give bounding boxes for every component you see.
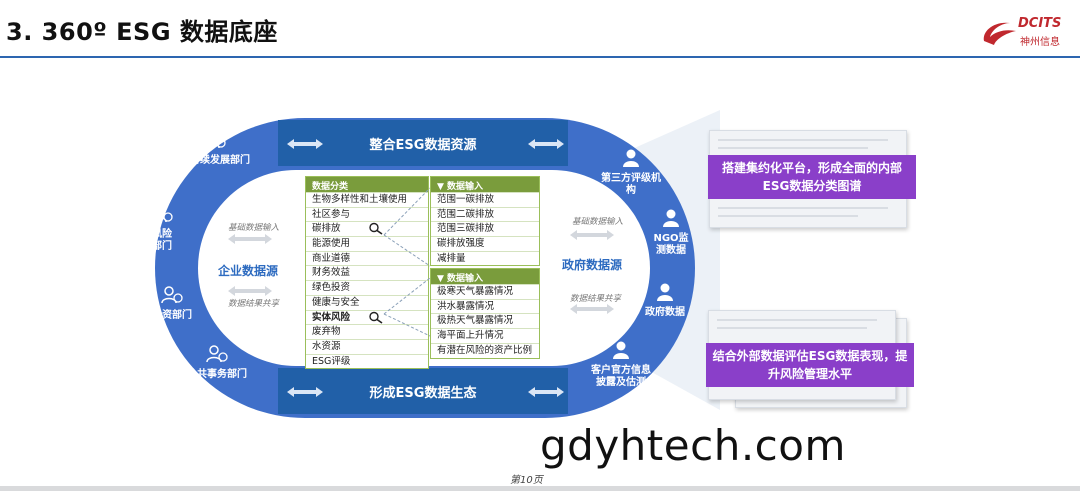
- double-arrow-icon: [570, 230, 614, 240]
- page-number: 第10页: [510, 475, 543, 486]
- right-source-label: 政府数据源: [562, 258, 623, 272]
- logo-subtext: 神州信息: [1020, 37, 1060, 48]
- table-row: 绿色投资: [306, 280, 428, 295]
- person-coin-icon: [161, 286, 183, 304]
- bottom-band: 形成ESG数据生态: [278, 368, 568, 414]
- dept-label: 风险部门: [152, 229, 172, 252]
- double-arrow-icon: [287, 139, 323, 149]
- person-coin-icon: [151, 205, 173, 223]
- watermark-text: gdyhtech.com: [540, 421, 846, 470]
- dept-sustainability: 可持续发展部门: [180, 130, 250, 167]
- dept-label: 公共事务部门: [187, 369, 247, 380]
- table-header: ▼ 数据输入: [431, 269, 539, 284]
- left-note-input: 基础数据输入: [228, 223, 280, 233]
- top-band: 整合ESG数据资源: [278, 120, 568, 166]
- page-title: 3. 360º ESG 数据底座: [6, 18, 278, 46]
- left-source-label: 企业数据源: [218, 264, 279, 278]
- table-row: 废弃物: [306, 324, 428, 339]
- carbon-input-table: ▼ 数据输入 范围一碳排放 范围二碳排放 范围三碳排放 碳排放强度 减排量: [430, 176, 540, 267]
- dept-public-affairs: 公共事务部门: [182, 344, 252, 381]
- table-row: 健康与安全: [306, 294, 428, 310]
- source-government: 政府数据: [630, 282, 700, 319]
- footer-bar: [0, 486, 1080, 491]
- table-row: 碳排放强度: [431, 236, 539, 251]
- person-icon: [657, 283, 673, 301]
- dashed-connector: [383, 187, 431, 337]
- person-icon: [623, 149, 639, 167]
- person-icon: [663, 209, 679, 227]
- physical-risk-input-table: ▼ 数据输入 极寒天气暴露情况 洪水暴露情况 极热天气暴露情况 海平面上升情况 …: [430, 268, 540, 359]
- double-arrow-icon: [528, 387, 564, 397]
- source-label: 客户官方信息披露及估测: [591, 365, 651, 388]
- table-row: 范围二碳排放: [431, 206, 539, 222]
- double-arrow-icon: [528, 139, 564, 149]
- left-note-share: 数据结果共享: [228, 299, 280, 309]
- logo-swoosh-icon: [983, 22, 1016, 45]
- table-row: 减排量: [431, 250, 539, 266]
- dept-risk: 风险部门: [127, 204, 197, 253]
- source-label: NGO监测数据: [653, 233, 689, 256]
- double-arrow-icon: [287, 387, 323, 397]
- table-row: 海平面上升情况: [431, 328, 539, 343]
- double-arrow-icon: [570, 304, 614, 314]
- table-row: ESG评级: [306, 353, 428, 369]
- source-ngo: NGO监测数据: [636, 208, 706, 257]
- person-coin-icon: [204, 131, 226, 149]
- table-row: 商业道德: [306, 250, 428, 266]
- right-note-share: 数据结果共享: [570, 294, 622, 304]
- table-row: 范围三碳排放: [431, 221, 539, 236]
- table-row-physical-risk: 实体风险: [306, 309, 428, 325]
- magnifier-icon: [369, 223, 383, 236]
- source-label: 政府数据: [645, 307, 685, 318]
- data-category-table: 数据分类 生物多样性和土壤使用 社区参与 碳排放 能源使用 商业道德 财务效益 …: [305, 176, 429, 370]
- table-row: 财务效益: [306, 265, 428, 280]
- dept-label: 可持续发展部门: [180, 155, 250, 166]
- table-row: 水资源: [306, 338, 428, 354]
- header-divider: [0, 56, 1080, 58]
- person-icon: [613, 341, 629, 359]
- magnifier-icon: [369, 311, 383, 324]
- table-row: 洪水暴露情况: [431, 298, 539, 314]
- table-row-carbon: 碳排放: [306, 221, 428, 236]
- table-row: 范围一碳排放: [431, 192, 539, 207]
- table-header: 数据分类: [306, 177, 428, 192]
- right-note-input: 基础数据输入: [572, 217, 624, 227]
- table-row: 生物多样性和土壤使用: [306, 192, 428, 207]
- table-row: 能源使用: [306, 236, 428, 251]
- company-logo: DCITS 神州信息: [980, 14, 1070, 48]
- logo-text: DCITS: [1018, 16, 1062, 31]
- table-row: 极热天气暴露情况: [431, 313, 539, 328]
- double-arrow-icon: [228, 286, 272, 296]
- dept-label: 投资部门: [152, 310, 192, 321]
- table-row: 极寒天气暴露情况: [431, 284, 539, 299]
- source-client-disclosure: 客户官方信息披露及估测: [578, 340, 664, 389]
- person-coin-icon: [206, 345, 228, 363]
- callout-top: 搭建集约化平台，形成全面的内部ESG数据分类图谱: [708, 155, 916, 199]
- source-label: 第三方评级机构: [601, 173, 661, 196]
- dept-investment: 投资部门: [137, 285, 207, 322]
- double-arrow-icon: [228, 234, 272, 244]
- table-header: ▼ 数据输入: [431, 177, 539, 192]
- source-third-party-rating: 第三方评级机构: [596, 148, 666, 197]
- callout-bottom: 结合外部数据评估ESG数据表现，提升风险管理水平: [706, 343, 914, 387]
- table-row: 社区参与: [306, 206, 428, 222]
- table-row: 有潜在风险的资产比例: [431, 342, 539, 358]
